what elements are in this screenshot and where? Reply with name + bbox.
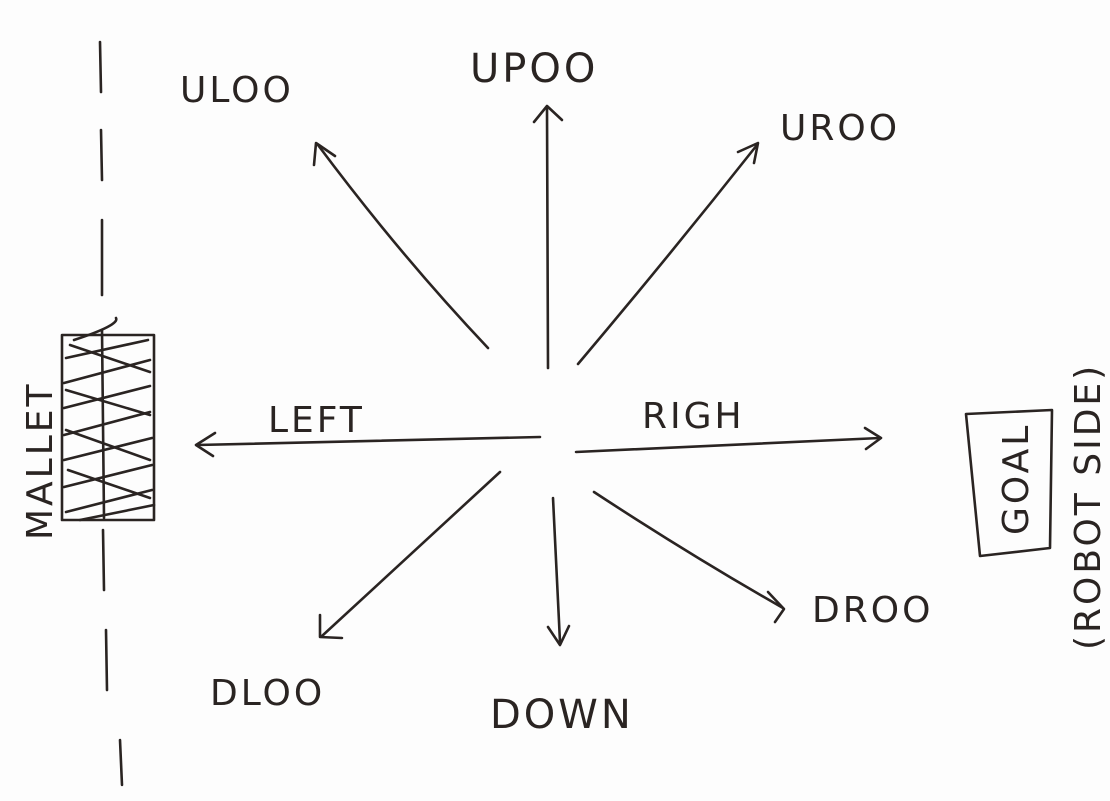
arrow-up-left bbox=[312, 141, 490, 350]
arrow-up bbox=[532, 104, 564, 370]
center-dashed-line bbox=[98, 40, 124, 787]
label-dloo: DLOO bbox=[210, 673, 325, 714]
goal-label: GOAL bbox=[996, 423, 1037, 535]
arrow-down-left bbox=[318, 470, 502, 640]
label-right: RIGH bbox=[642, 396, 745, 437]
label-uroo: UROO bbox=[780, 108, 900, 149]
label-uloo: ULOO bbox=[180, 70, 294, 111]
label-droo: DROO bbox=[812, 590, 933, 631]
arrow-up-right bbox=[576, 141, 760, 366]
arrow-down bbox=[546, 496, 571, 647]
arrow-down-right bbox=[592, 490, 786, 624]
mallet-label: MALLET bbox=[20, 381, 61, 540]
goal-box bbox=[964, 408, 1054, 558]
robot-side-label: (ROBOT SIDE) bbox=[1068, 363, 1109, 650]
label-left: LEFT bbox=[268, 400, 365, 441]
mallet-block bbox=[60, 316, 156, 522]
arrow-right bbox=[574, 426, 883, 454]
label-down: DOWN bbox=[490, 692, 634, 738]
label-upoo: UPOO bbox=[470, 46, 598, 92]
arrow-left bbox=[194, 431, 542, 458]
